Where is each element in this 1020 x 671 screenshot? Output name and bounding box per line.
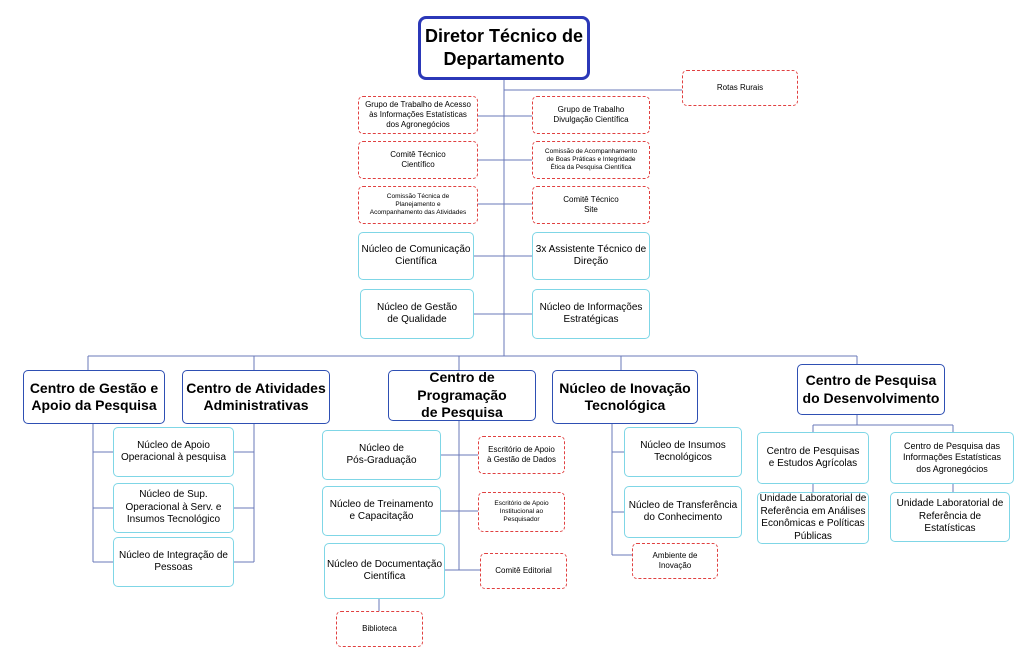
comissao-boas-praticas-box: Comissão de Acompanhamento de Boas Práti… — [532, 141, 650, 179]
comissao-planejamento-box: Comissão Técnica de Planejamento e Acomp… — [358, 186, 478, 224]
centro-gestao-apoio-box: Centro de Gestão e Apoio da Pesquisa — [23, 370, 165, 424]
nucleo-inovacao-box: Núcleo de Inovação Tecnológica — [552, 370, 698, 424]
nucleo-treinamento-box: Núcleo de Treinamento e Capacitação — [322, 486, 441, 536]
nucleo-apoio-operacional-box: Núcleo de Apoio Operacional à pesquisa — [113, 427, 234, 477]
nucleo-sup-operacional-box: Núcleo de Sup. Operacional à Serv. e Ins… — [113, 483, 234, 533]
escritorio-apoio-pesquisador-box: Escritório de Apoio Institucional ao Pes… — [478, 492, 565, 532]
nucleo-documentacao-box: Núcleo de Documentação Científica — [324, 543, 445, 599]
comite-tecnico-site-box: Comitê Técnico Site — [532, 186, 650, 224]
nucleo-qualidade-box: Núcleo de Gestão de Qualidade — [360, 289, 474, 339]
centro-informacoes-estatisticas-box: Centro de Pesquisa das Informações Estat… — [890, 432, 1014, 484]
ambiente-inovacao-box: Ambiente de Inovação — [632, 543, 718, 579]
assistente-tecnico-box: 3x Assistente Técnico de Direção — [532, 232, 650, 280]
centro-desenvolvimento-box: Centro de Pesquisa do Desenvolvimento — [797, 364, 945, 415]
rotas-rurais-box: Rotas Rurais — [682, 70, 798, 106]
nucleo-transferencia-box: Núcleo de Transferência do Conhecimento — [624, 486, 742, 538]
escritorio-gestao-dados-box: Escritório de Apoio à Gestão de Dados — [478, 436, 565, 474]
comite-tecnico-cientifico-box: Comitê Técnico Científico — [358, 141, 478, 179]
biblioteca-box: Biblioteca — [336, 611, 423, 647]
director-box: Diretor Técnico de Departamento — [418, 16, 590, 80]
centro-estudos-agricolas-box: Centro de Pesquisas e Estudos Agrícolas — [757, 432, 869, 484]
unidade-estatisticas-box: Unidade Laboratorial de Referência de Es… — [890, 492, 1010, 542]
nucleo-integracao-pessoas-box: Núcleo de Integração de Pessoas — [113, 537, 234, 587]
nucleo-insumos-box: Núcleo de Insumos Tecnológicos — [624, 427, 742, 477]
unidade-analises-economicas-box: Unidade Laboratorial de Referência em An… — [757, 492, 869, 544]
grupo-trabalho-acesso-box: Grupo de Trabalho de Acesso às Informaçõ… — [358, 96, 478, 134]
grupo-trabalho-divulgacao-box: Grupo de Trabalho Divulgação Científica — [532, 96, 650, 134]
nucleo-pos-graduacao-box: Núcleo de Pós-Graduação — [322, 430, 441, 480]
centro-atividades-administrativas-box: Centro de Atividades Administrativas — [182, 370, 330, 424]
centro-programacao-box: Centro de Programação de Pesquisa — [388, 369, 536, 421]
nucleo-informacoes-box: Núcleo de Informações Estratégicas — [532, 289, 650, 339]
comite-editorial-box: Comitê Editorial — [480, 553, 567, 589]
nucleo-comunicacao-box: Núcleo de Comunicação Científica — [358, 232, 474, 280]
